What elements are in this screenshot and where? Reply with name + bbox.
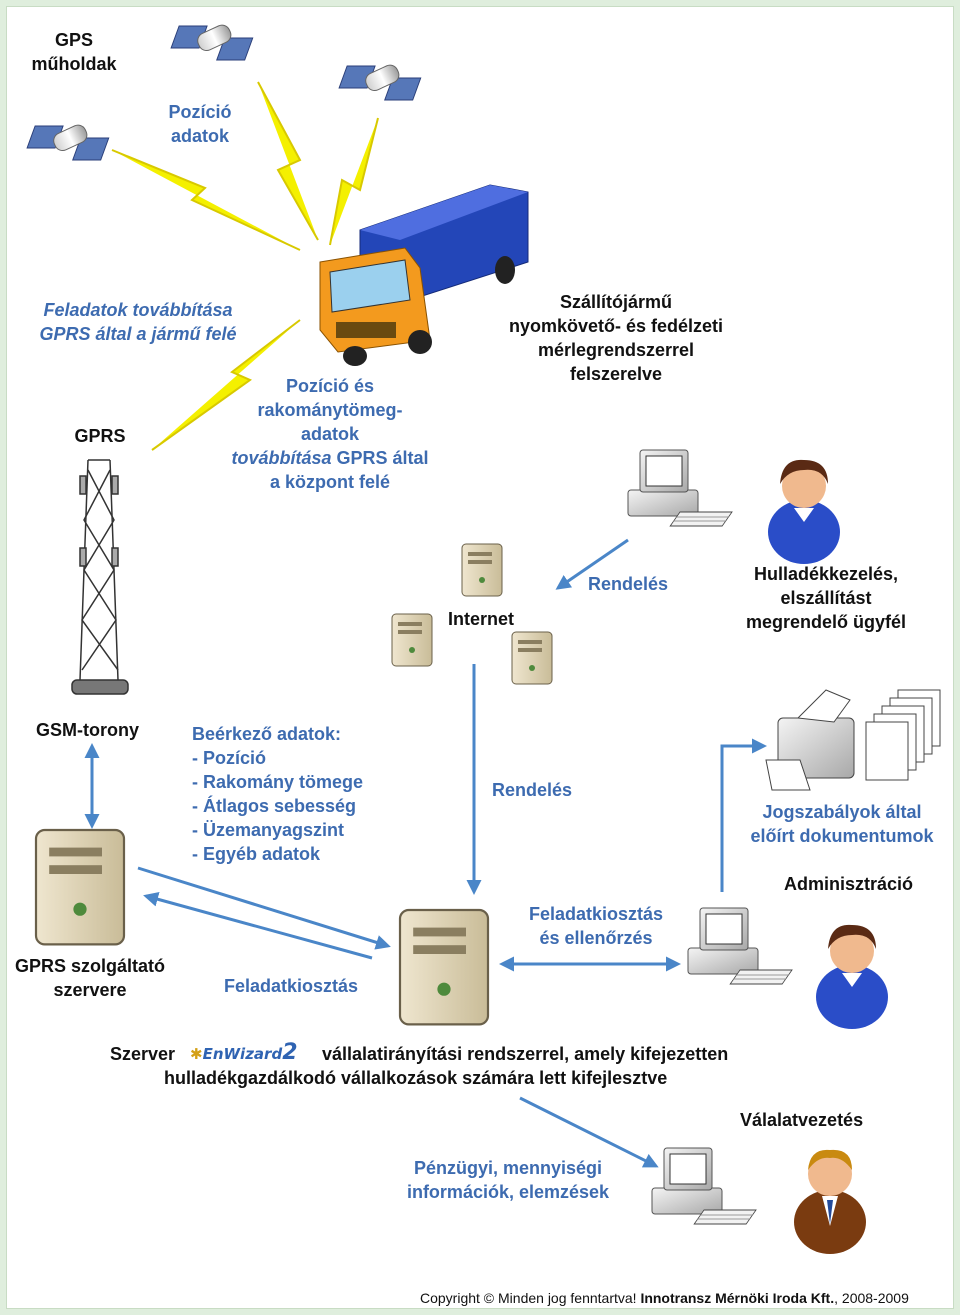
flow-arrows [84,538,767,1168]
internet-server-icon-2 [391,613,433,667]
management-computer-icon [651,1147,757,1225]
internet-label: Internet [448,609,515,629]
satellite-icon-right [338,61,422,101]
truck-icon [319,184,529,366]
customer-person-icon [768,459,840,564]
position-payload-label: Pozíció és rakománytömeg- adatok továbbí… [231,376,429,492]
copyright-text: Copyright © Minden jog fenntartva! Innot… [420,1290,909,1306]
incoming-item: - Rakomány tömege [192,772,364,792]
customer-computer-icon [627,449,733,527]
lightning-icons [111,81,379,451]
enwizard-logo: ✱EnWizard2 [190,1040,298,1065]
order-middle-label: Rendelés [492,780,573,800]
gsm-tower-icon [71,459,129,695]
server-prefix-label: Szerver [110,1044,176,1064]
server-line-2: hulladékgazdálkodó vállalkozások számára… [164,1068,668,1088]
admin-person-icon [816,924,888,1029]
internet-server-icon-3 [511,631,553,685]
incoming-item: - Üzemanyagszint [192,820,345,840]
incoming-item: - Átlagos sebesség [192,796,357,816]
satellite-icon-left [26,121,110,161]
internet-server-icon-1 [461,543,503,597]
documents-icon [865,689,941,781]
incoming-item: - Egyéb adatok [192,844,321,864]
gprs-label: GPRS [74,426,126,446]
gprs-provider-server-icon [34,828,126,946]
admin-computer-icon [687,907,793,985]
order-top-label: Rendelés [588,574,669,594]
printer-icon [765,689,855,791]
central-server-icon [398,908,490,1026]
administration-label: Adminisztráció [784,874,914,894]
management-label: Válalatvezetés [740,1110,864,1130]
management-person-icon [794,1149,866,1254]
server-line-1: vállalatirányítási rendszerrel, amely ki… [322,1044,729,1064]
gsm-tower-label: GSM-torony [36,720,139,740]
incoming-data-title: Beérkező adatok: [192,724,342,744]
logo-star-icon: ✱ [190,1045,203,1063]
satellite-icon-top [170,21,254,61]
incoming-data-block: Beérkező adatok: - Pozíció - Rakomány tö… [192,722,363,866]
incoming-item: - Pozíció [192,748,267,768]
task-assign-label: Feladatkiosztás [224,976,359,996]
